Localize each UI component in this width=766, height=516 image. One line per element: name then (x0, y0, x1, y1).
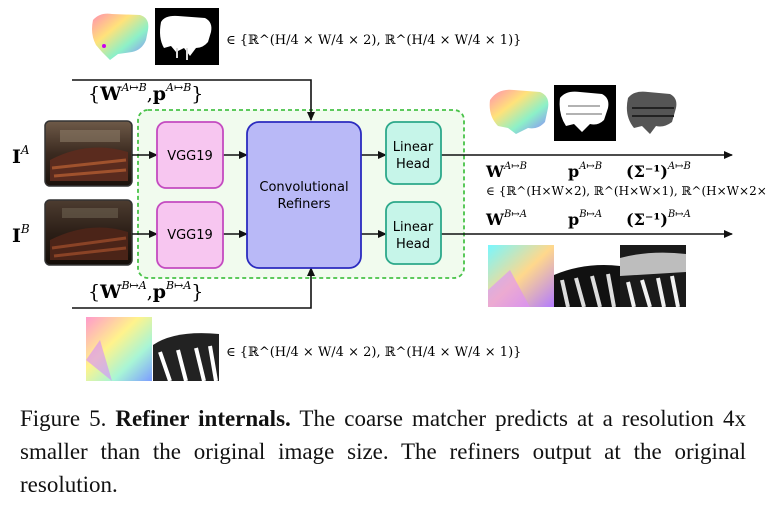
head-bottom-label-line1: Linear (393, 220, 434, 235)
output-flow-thumbnail-ab (489, 89, 549, 134)
linear-head-block-bottom: Linear Head (385, 201, 442, 265)
linear-head-block-top: Linear Head (385, 121, 442, 185)
output-certainty-thumbnail-ba (554, 245, 620, 308)
convolutional-refiners-block: Convolutional Refiners (246, 121, 362, 269)
coarse-certainty-thumbnail-bottom (153, 317, 219, 382)
coarse-flow-thumbnail-bottom (86, 317, 152, 381)
figure-caption: Figure 5. Refiner internals. The coarse … (20, 402, 746, 501)
coarse-certainty-thumbnail-top (155, 8, 219, 65)
output-space: ∈ {ℝ^(H×W×2), ℝ^(H×W×1), ℝ^(H×W×2×2)} (486, 184, 766, 198)
image-a-thumbnail (44, 120, 133, 187)
head-bottom-label-line2: Head (396, 237, 430, 252)
output-certainty-thumbnail-ab (554, 85, 616, 141)
refiner-label-line2: Refiners (278, 197, 331, 212)
vgg19-block-top: VGG19 (156, 121, 224, 189)
caption-text: The coarse matcher predicts at a resolut… (20, 406, 746, 497)
vgg19-block-bottom: VGG19 (156, 201, 224, 269)
head-top-label-line2: Head (396, 157, 430, 172)
output-covariance-thumbnail-ab (622, 85, 684, 141)
image-b-thumbnail (44, 199, 133, 266)
connectors (72, 79, 733, 309)
output-flow-thumbnail-ba (488, 245, 554, 307)
coarse-space-bottom: ∈ {ℝ^(H/4 × W/4 × 2), ℝ^(H/4 × W/4 × 1)} (226, 345, 521, 360)
vgg19-label-top: VGG19 (167, 149, 213, 164)
coarse-flow-thumbnail-top (92, 13, 149, 61)
head-top-label-line1: Linear (393, 140, 434, 155)
coarse-space-top: ∈ {ℝ^(H/4 × W/4 × 2), ℝ^(H/4 × W/4 × 1)} (226, 33, 521, 48)
vgg19-label-bottom: VGG19 (167, 228, 213, 243)
refiner-label-line1: Convolutional (259, 180, 348, 195)
coarse-set-bottom: {WB↦A,pB↦A} (88, 279, 203, 303)
coarse-set-top: {WA↦B,pA↦B} (88, 81, 203, 105)
output-covariance-thumbnail-ba (620, 245, 686, 308)
architecture-diagram: VGG19 VGG19 Convolutional Refiners Linea… (12, 8, 766, 382)
image-a-label: IA (12, 143, 30, 168)
image-b-label: IB (12, 222, 30, 247)
caption-title: Refiner internals. (115, 406, 291, 431)
caption-label: Figure 5. (20, 406, 107, 431)
